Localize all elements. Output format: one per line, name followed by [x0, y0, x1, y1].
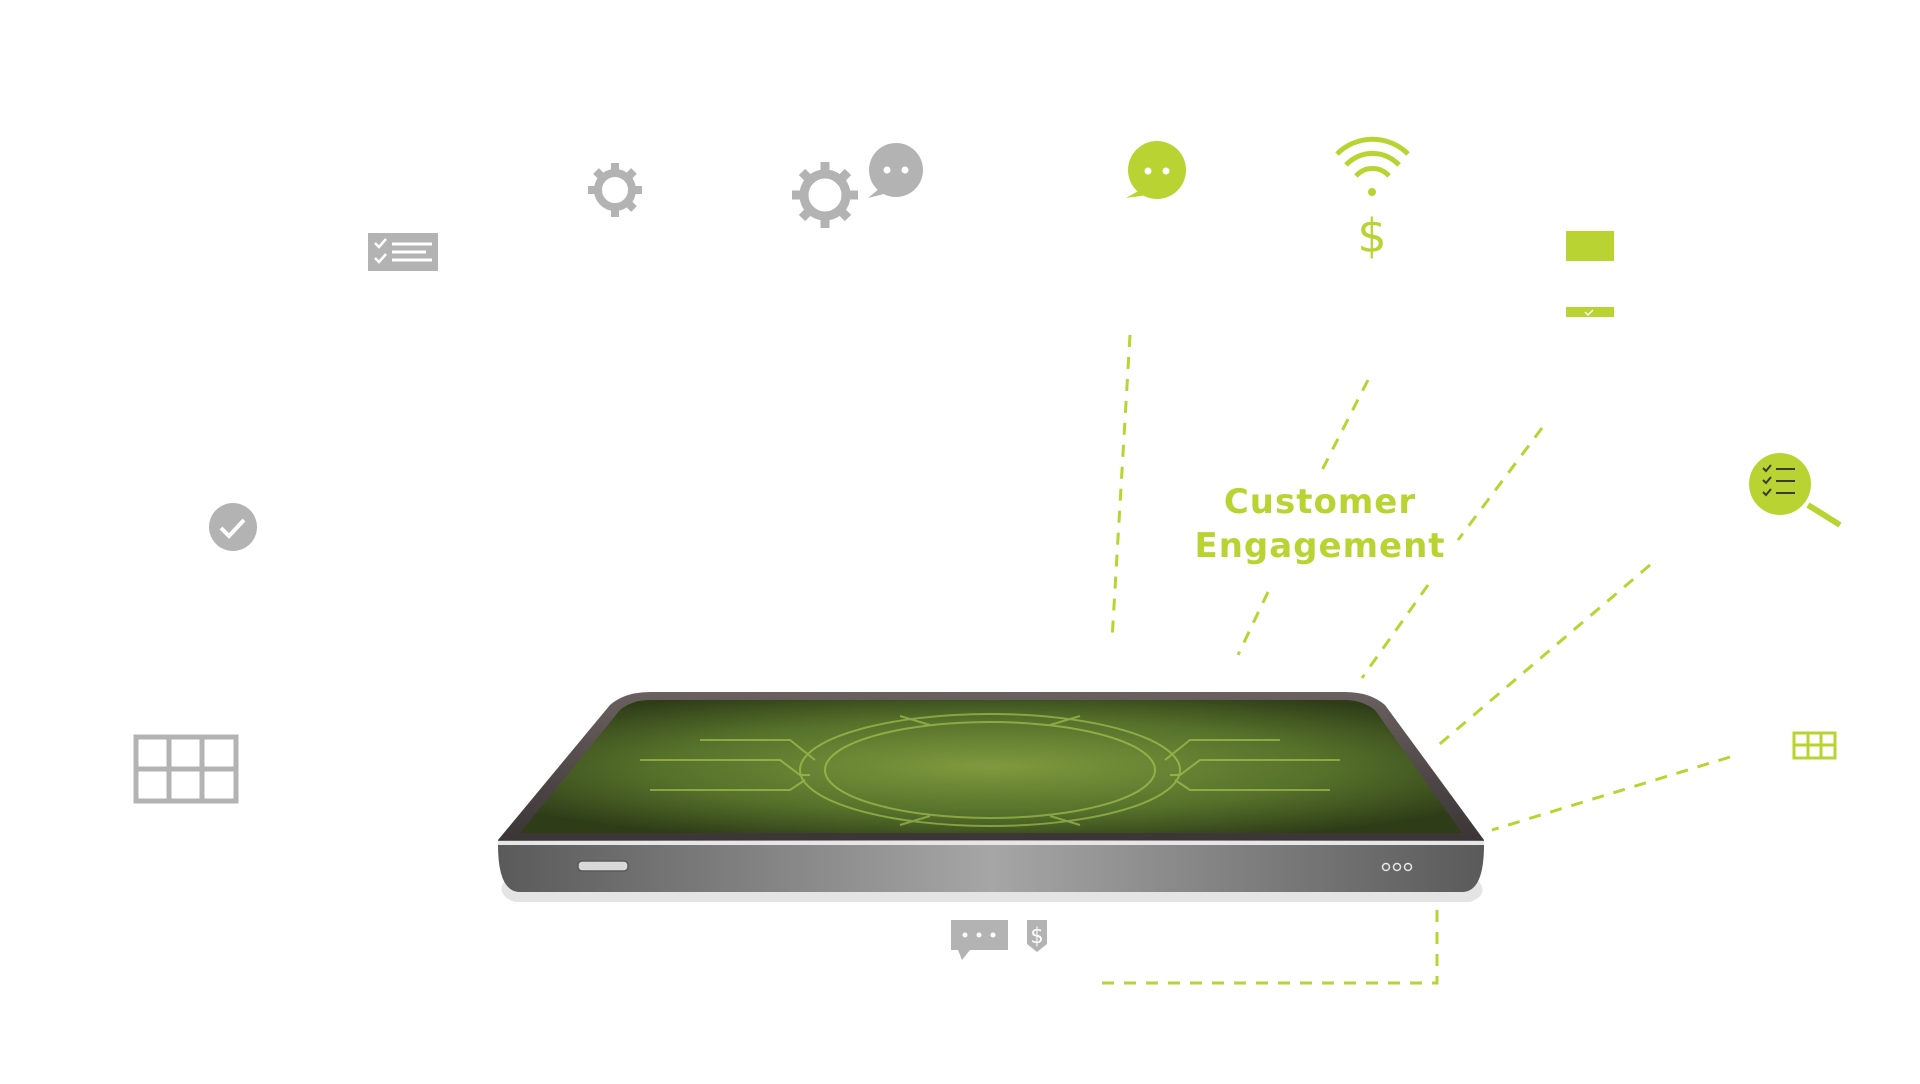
- grid-icon: [133, 734, 239, 804]
- message-icon: [951, 920, 1008, 960]
- chat-bubble-icon: [1126, 141, 1186, 199]
- connector-line: [1094, 910, 1439, 985]
- svg-text:$: $: [1030, 924, 1043, 948]
- checklist-icon: [368, 233, 438, 271]
- connector-line: [1360, 584, 1430, 679]
- connector-line: [1236, 591, 1270, 656]
- label-line-2: Engagement: [1194, 526, 1446, 566]
- phone-speaker: [577, 860, 629, 872]
- connector-lines: [1094, 334, 1731, 985]
- customer-engagement-label: Customer Engagement: [1160, 480, 1480, 568]
- gear-icon: [792, 162, 858, 228]
- connector-line: [1110, 334, 1132, 641]
- search-checklist-icon: [1749, 453, 1842, 528]
- phone-side: [498, 840, 1484, 892]
- grid-icon: [1792, 731, 1837, 760]
- circuit-pattern: [640, 713, 1340, 827]
- check-circle-icon: [209, 503, 257, 551]
- connector-line: [1456, 427, 1544, 541]
- dollar-tag-icon: $: [1027, 920, 1047, 952]
- phone-screen: [520, 700, 1462, 833]
- connector-line: [1491, 755, 1731, 832]
- gear-icon: [588, 163, 642, 217]
- connector-line: [1316, 379, 1370, 479]
- phone-dot: [1403, 862, 1413, 872]
- phone-device: [498, 692, 1484, 902]
- wifi-icon: [1335, 136, 1410, 196]
- chat-bubble-icon: [868, 143, 923, 198]
- connector-line: [1434, 563, 1651, 750]
- svg-text:$: $: [1357, 209, 1386, 263]
- phone-dot: [1392, 862, 1402, 872]
- dollar-icon: $: [1357, 209, 1386, 263]
- phone-dot: [1381, 862, 1391, 872]
- form-icon: [1566, 231, 1614, 317]
- label-line-1: Customer: [1223, 482, 1417, 522]
